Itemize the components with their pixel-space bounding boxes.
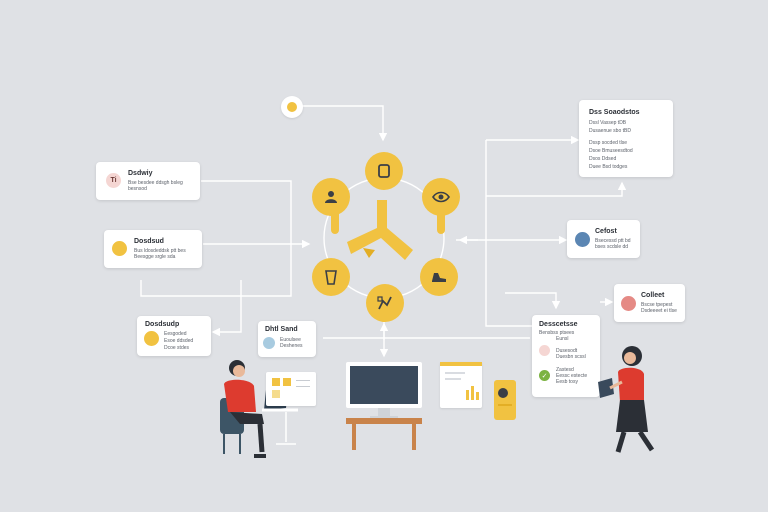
chart-icon[interactable] [366, 284, 404, 322]
card-line: besnsod [128, 186, 147, 192]
card-right-bottom[interactable]: Desscetsse Bensbss ptsees Eunsl Dusesodt… [532, 315, 600, 397]
card-line: Beesgge srgle sda [134, 254, 176, 260]
card-line: Dcoe stdes [164, 345, 190, 351]
t-letter-icon: Ti [106, 173, 121, 188]
card-line: Eessc estecte [556, 373, 588, 379]
card-line: Eesgoded [164, 331, 187, 337]
card-title: Colleet [641, 292, 665, 299]
card-line: Dsos Ddsed [589, 156, 617, 162]
person-with-laptop-illustration [220, 360, 298, 458]
clipboard-icon[interactable] [365, 152, 403, 190]
card-line: Dusaenue sbo tBD [589, 128, 631, 134]
lightbulb-icon [281, 96, 303, 118]
card-right-small[interactable]: Colleet Bscse tpepest Dsdeeeet ei tlse [614, 284, 685, 322]
shoe-icon[interactable] [420, 258, 458, 296]
card-line: Deshenes [280, 343, 303, 349]
card-line: Zastesd [556, 367, 574, 373]
card-line: Esoe ddsded [164, 338, 194, 344]
card-title: Dss Soaodstos [589, 109, 640, 116]
card-right-mid[interactable]: Cefost Bsecessd ptt bd bses scdsle dd [567, 220, 640, 258]
card-line: Dsdeeeet ei tlse [641, 308, 677, 314]
card-line: Duee Bsd todges [589, 164, 628, 170]
card-line: Dusesodt [556, 348, 578, 354]
card-title: Cefost [595, 228, 617, 235]
check-icon: ✓ [539, 370, 550, 381]
three-arm-hub-icon [347, 200, 413, 260]
card-line: Dssp socded tlse [589, 140, 628, 146]
card-line: Duesbn scssl [556, 354, 586, 360]
avatar-icon [539, 345, 550, 356]
sticky-board [266, 372, 316, 406]
phone-device [494, 380, 516, 420]
card-center-left[interactable]: Dhtl Sand Euoulsee Deshenes [258, 321, 316, 357]
card-left-mid[interactable]: Dosdsud Bus ldosdeddsk ptt bes Beesgge s… [104, 230, 202, 268]
card-line: Eunsl [556, 336, 569, 342]
card-line: Bse besdee ddsgh bsleg [128, 180, 183, 186]
monitor-on-desk-illustration [346, 362, 422, 450]
card-title: Dsdwiy [128, 170, 153, 177]
eye-icon[interactable] [422, 178, 460, 216]
user-icon[interactable] [312, 178, 350, 216]
card-title: Dhtl Sand [265, 326, 298, 333]
dollar-icon [575, 232, 590, 247]
card-line: Euoulsee [280, 337, 301, 343]
card-line: Dssl Vassep tDB [589, 120, 627, 126]
person-with-tablet-illustration [598, 346, 655, 453]
card-left-top[interactable]: Ti Dsdwiy Bse besdee ddsgh bsleg besnsod [96, 162, 200, 200]
record-icon [621, 296, 636, 311]
card-line: Eesb tosy [556, 379, 578, 385]
target-icon [263, 337, 275, 349]
pin-shape [331, 212, 339, 234]
card-left-bottom[interactable]: Dosdsudp Eesgoded Esoe ddsded Dcoe stdes [137, 316, 211, 356]
card-title: Dosdsud [134, 238, 164, 245]
pin-shape [437, 212, 445, 234]
card-title: Dosdsudp [145, 321, 180, 328]
card-line: Bscse tpepest [641, 302, 673, 308]
card-line: bses scdsle dd [595, 244, 629, 250]
card-right-top[interactable]: Dss Soaodstos Dssl Vassep tDB Dusaenue s… [579, 100, 673, 177]
card-line: Bsecessd ptt bd [595, 238, 631, 244]
card-line: Dsoe Bmuseesdtod [589, 148, 633, 154]
coin-icon [144, 331, 159, 346]
cup-icon[interactable] [312, 258, 350, 296]
card-title: Desscetsse [539, 321, 578, 328]
report-document [440, 362, 482, 408]
card-line: Bensbss ptsees [539, 330, 575, 336]
coin-icon [112, 241, 127, 256]
card-line: Bus ldosdeddsk ptt bes [134, 248, 186, 254]
